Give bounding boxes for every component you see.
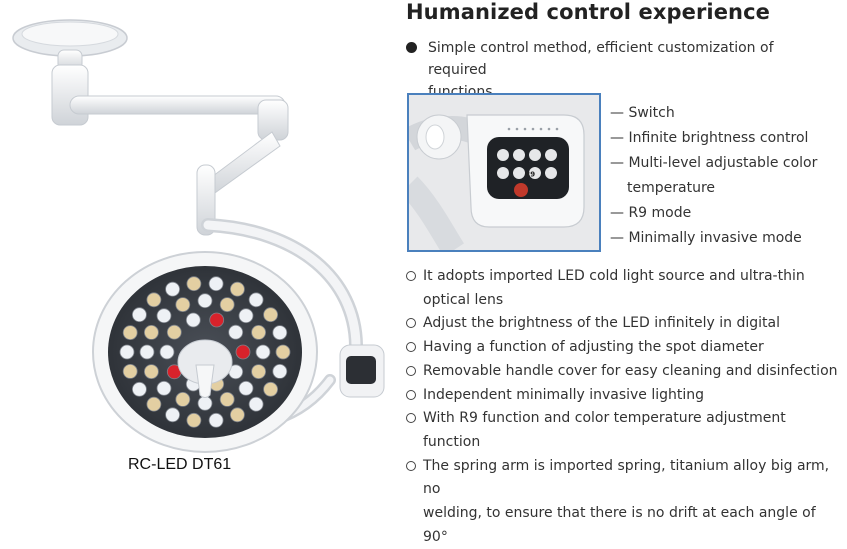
led-light [255,344,271,360]
led-light [175,297,191,313]
led-light [166,324,182,340]
list-item: Having a function of adjusting the spot … [406,336,841,360]
led-light [146,396,162,412]
led-light [275,344,291,360]
vertical-tube [51,64,89,126]
led-light [143,364,159,380]
led-light [251,364,267,380]
led-light [197,395,213,411]
led-light [146,292,162,308]
led-light [122,363,138,379]
led-light [139,344,155,360]
led-light [186,412,202,428]
led-light [165,281,181,297]
hollow-bullet-icon [406,413,416,424]
feature-switch: — Switch [610,105,675,121]
led-light [263,381,279,397]
control-panel-drawing: R9 [409,95,599,250]
intro-bullet: Simple control method, efficient customi… [406,37,836,103]
bullet-text: The spring arm is imported spring, titan… [423,457,830,498]
bullet-text: Adjust the brightness of the LED infinit… [423,315,780,332]
led-light [122,325,138,341]
led-light [208,412,224,428]
bullet-text: It adopts imported LED cold light source… [423,268,805,284]
feature-color-temperature: — Multi-level adjustable color [610,155,818,171]
led-light [238,380,254,396]
led-light [156,308,172,324]
led-light [175,391,191,407]
spring-arm [204,131,281,196]
led-light [251,324,267,340]
hollow-bullet-icon [406,318,416,329]
control-panel-features: — Switch — Infinite brightness control —… [610,101,817,251]
bullet-text: Independent minimally invasive lighting [423,386,705,403]
list-item: Adjust the brightness of the LED infinit… [406,312,841,336]
feature-r9-mode: — R9 mode [610,205,692,221]
r9-button-label: R9 [525,171,535,179]
led-light [229,407,245,423]
led-light [248,396,264,412]
led-light [185,312,201,328]
surgical-lamp-illustration [0,0,400,490]
bullet-text-cont: welding, to ensure that there is no drif… [423,505,816,545]
bullet-text: Having a function of adjusting the spot … [423,339,764,356]
horizontal-arm [69,95,286,115]
hollow-bullet-icon [406,342,416,353]
filled-bullet-icon [406,42,417,53]
hollow-bullet-icon [406,389,416,400]
led-light [131,381,147,397]
hollow-bullet-icon [406,365,416,376]
led-light [156,380,172,396]
led-light [219,297,235,313]
led-light [143,324,159,340]
feature-minimally-invasive: — Minimally invasive mode [610,230,802,246]
list-item: Removable handle cover for easy cleaning… [406,360,841,384]
led-light [272,363,288,379]
hollow-bullet-icon [406,460,416,471]
led-light [272,325,288,341]
led-light [209,312,225,328]
led-light [263,307,279,323]
list-item: It adopts imported LED cold light source… [406,265,841,289]
led-light [219,391,235,407]
list-item: Independent minimally invasive lighting [406,384,841,408]
intro-line-1: Simple control method, efficient customi… [428,40,774,78]
led-light [248,292,264,308]
surgical-lamp-drawing [12,19,385,453]
led-light [197,293,213,309]
list-item: With R9 function and color temperature a… [406,407,841,454]
feature-brightness: — Infinite brightness control [610,130,809,146]
section-heading: Humanized control experience [406,0,770,24]
bullet-text: Removable handle cover for easy cleaning… [423,362,838,379]
feature-bullet-list: It adopts imported LED cold light source… [406,265,841,549]
led-light [208,276,224,292]
led-light [119,344,135,360]
list-item: The spring arm is imported spring, titan… [406,455,841,502]
led-light [235,344,251,360]
product-caption: RC-LED DT61 [128,456,232,473]
led-light [159,344,175,360]
led-light [238,308,254,324]
led-light [229,281,245,297]
bullet-text-cont: optical lens [423,291,504,308]
feature-color-temperature-cont: temperature [627,180,715,196]
control-panel-photo: R9 [407,93,601,252]
hollow-bullet-icon [406,271,416,281]
bullet-text: With R9 function and color temperature a… [423,410,786,450]
led-light [165,407,181,423]
led-light [186,276,202,292]
led-light [131,307,147,323]
led-light [228,324,244,340]
